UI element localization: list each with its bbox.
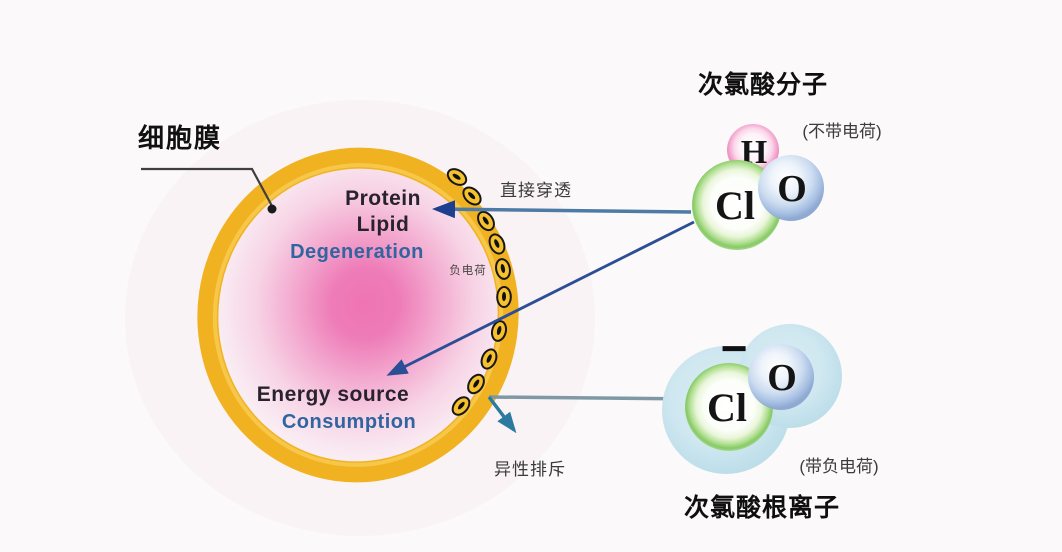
oxygen-atom xyxy=(758,155,824,221)
membrane-charge-bead xyxy=(480,348,498,370)
membrane-charge-bead xyxy=(451,396,471,416)
ion-chlorine-symbol: Cl xyxy=(707,385,747,430)
ion-oxygen-atom xyxy=(748,344,814,410)
energy-source-label: Energy source xyxy=(257,383,409,406)
membrane-charge-bead xyxy=(490,320,508,342)
oxygen-symbol: O xyxy=(777,168,807,210)
cell-membrane-ring xyxy=(197,147,519,483)
ion-oxygen-symbol: O xyxy=(767,357,797,399)
cell-interior xyxy=(215,166,501,464)
repulsion-arrow xyxy=(487,395,517,434)
interaction-arrows: 直接穿透 异性排斥 xyxy=(386,181,701,479)
cell-interior-text: Protein Lipid Degeneration Energy source… xyxy=(257,187,424,433)
hocl-charge-note: (不带电荷) xyxy=(802,122,881,141)
membrane-callout-line xyxy=(141,167,273,207)
membrane-charge-bead xyxy=(477,210,495,232)
ion-title: 次氯酸根离子 xyxy=(684,493,840,522)
membrane-beads xyxy=(446,168,512,416)
ion-charge-note: (带负电荷) xyxy=(799,457,878,476)
chlorine-symbol: Cl xyxy=(715,183,755,228)
membrane-label: 细胞膜 xyxy=(138,123,222,153)
membrane-charge-bead xyxy=(467,373,485,395)
membrane-charge-bead xyxy=(496,286,512,308)
membrane-charge-bead xyxy=(495,258,511,280)
consumption-label: Consumption xyxy=(282,411,416,433)
membrane-charge-bead xyxy=(488,233,506,255)
membrane-callout-dot xyxy=(267,204,277,214)
protein-label: Protein xyxy=(345,187,421,210)
membrane-charge-bead xyxy=(446,168,468,186)
membrane-charge-bead xyxy=(462,186,482,206)
membrane-callout: 细胞膜 xyxy=(138,123,277,214)
degeneration-label: Degeneration xyxy=(290,241,424,263)
lipid-label: Lipid xyxy=(357,213,410,236)
repulsion-label: 异性排斥 xyxy=(494,460,566,479)
direct-penetration-label: 直接穿透 xyxy=(500,181,572,200)
direct-penetration-arrow xyxy=(432,200,692,219)
membrane-charge-note: 负电荷 xyxy=(449,263,487,277)
hocl-molecule: 次氯酸分子 (不带电荷) H Cl O xyxy=(692,70,882,250)
penetration-diagonal-arrow xyxy=(386,220,695,376)
hocl-title: 次氯酸分子 xyxy=(698,70,828,99)
hypochlorite-ion: − Cl O (带负电荷) 次氯酸根离子 xyxy=(662,322,879,522)
